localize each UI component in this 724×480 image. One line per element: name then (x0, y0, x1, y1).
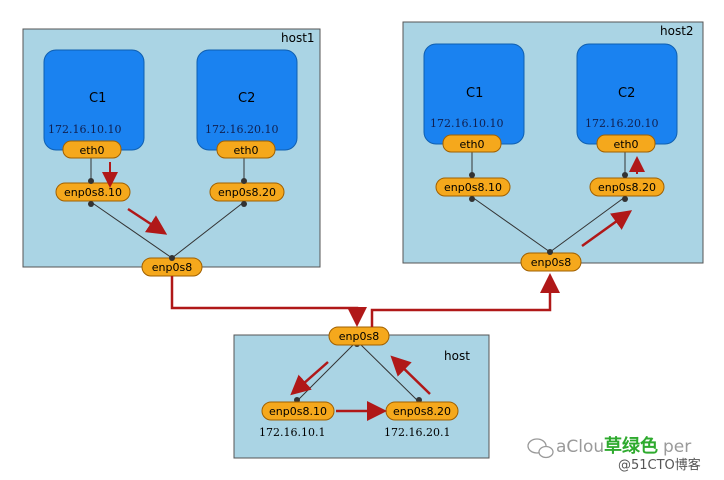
host1-c2-eth0-label: eth0 (233, 144, 258, 157)
host1-enp0s8-10-label: enp0s8.10 (64, 186, 122, 199)
host2-c2-eth0 (596, 134, 656, 153)
host2-c1-eth0 (442, 134, 502, 153)
host1-c1-ip: 172.16.10.10 (48, 123, 121, 136)
watermark-brand-c: per (663, 437, 691, 457)
host2-enp0s8-10 (435, 177, 511, 197)
host2-c1-eth0-label: eth0 (459, 138, 484, 151)
host2-label: host2 (660, 24, 694, 38)
wechat-icon (527, 438, 554, 459)
host2-enp0s8-20 (589, 177, 665, 197)
router-host-label: host (444, 349, 470, 363)
host1-c2-eth0 (216, 140, 276, 159)
host1-c1-eth0 (62, 140, 122, 159)
host1-c2-ip: 172.16.20.10 (205, 123, 278, 136)
watermark-brand-a: aClou (556, 437, 604, 457)
watermark: aClou 草绿色 per @51CTO博客 (527, 435, 701, 473)
host2-enp0s8-10-label: enp0s8.10 (444, 181, 502, 194)
host1-c1-eth0-label: eth0 (79, 144, 104, 157)
host2-c2-eth0-label: eth0 (613, 138, 638, 151)
router-enp0s8-20-label: enp0s8.20 (393, 405, 451, 418)
router-enp0s8-10-ip: 172.16.10.1 (259, 426, 325, 439)
watermark-brand-b: 草绿色 (604, 435, 658, 457)
router-enp0s8-10-label: enp0s8.10 (269, 405, 327, 418)
host1-box: host1 C1 172.16.10.10 C2 172.16.20.10 et… (22, 28, 321, 277)
inter-host-path (170, 273, 560, 327)
host1-enp0s8-20-label: enp0s8.20 (218, 186, 276, 199)
router-enp0s8-20-ip: 172.16.20.1 (384, 426, 450, 439)
host2-c1-ip: 172.16.10.10 (430, 117, 503, 130)
host1-enp0s8-label: enp0s8 (152, 261, 192, 274)
host1-c2-name: C2 (238, 91, 255, 106)
watermark-site: @51CTO博客 (618, 457, 701, 473)
host2-c1-name: C1 (466, 86, 483, 101)
host2-enp0s8-20-label: enp0s8.20 (598, 181, 656, 194)
host2-c2-name: C2 (618, 86, 635, 101)
router-enp0s8-10 (261, 401, 335, 421)
router-enp0s8 (328, 326, 390, 346)
host1-enp0s8-20 (209, 182, 285, 202)
router-host-box: host enp0s8.10 172.16.10.1 enp0s8.20 172… (233, 326, 490, 459)
router-enp0s8-label: enp0s8 (339, 330, 379, 343)
host2-box: host2 C1 172.16.10.10 C2 172.16.20.10 et… (402, 21, 704, 272)
host1-label: host1 (281, 31, 315, 45)
host1-c1-name: C1 (89, 91, 106, 106)
host2-c2-ip: 172.16.20.10 (585, 117, 658, 130)
host2-enp0s8-label: enp0s8 (531, 256, 571, 269)
